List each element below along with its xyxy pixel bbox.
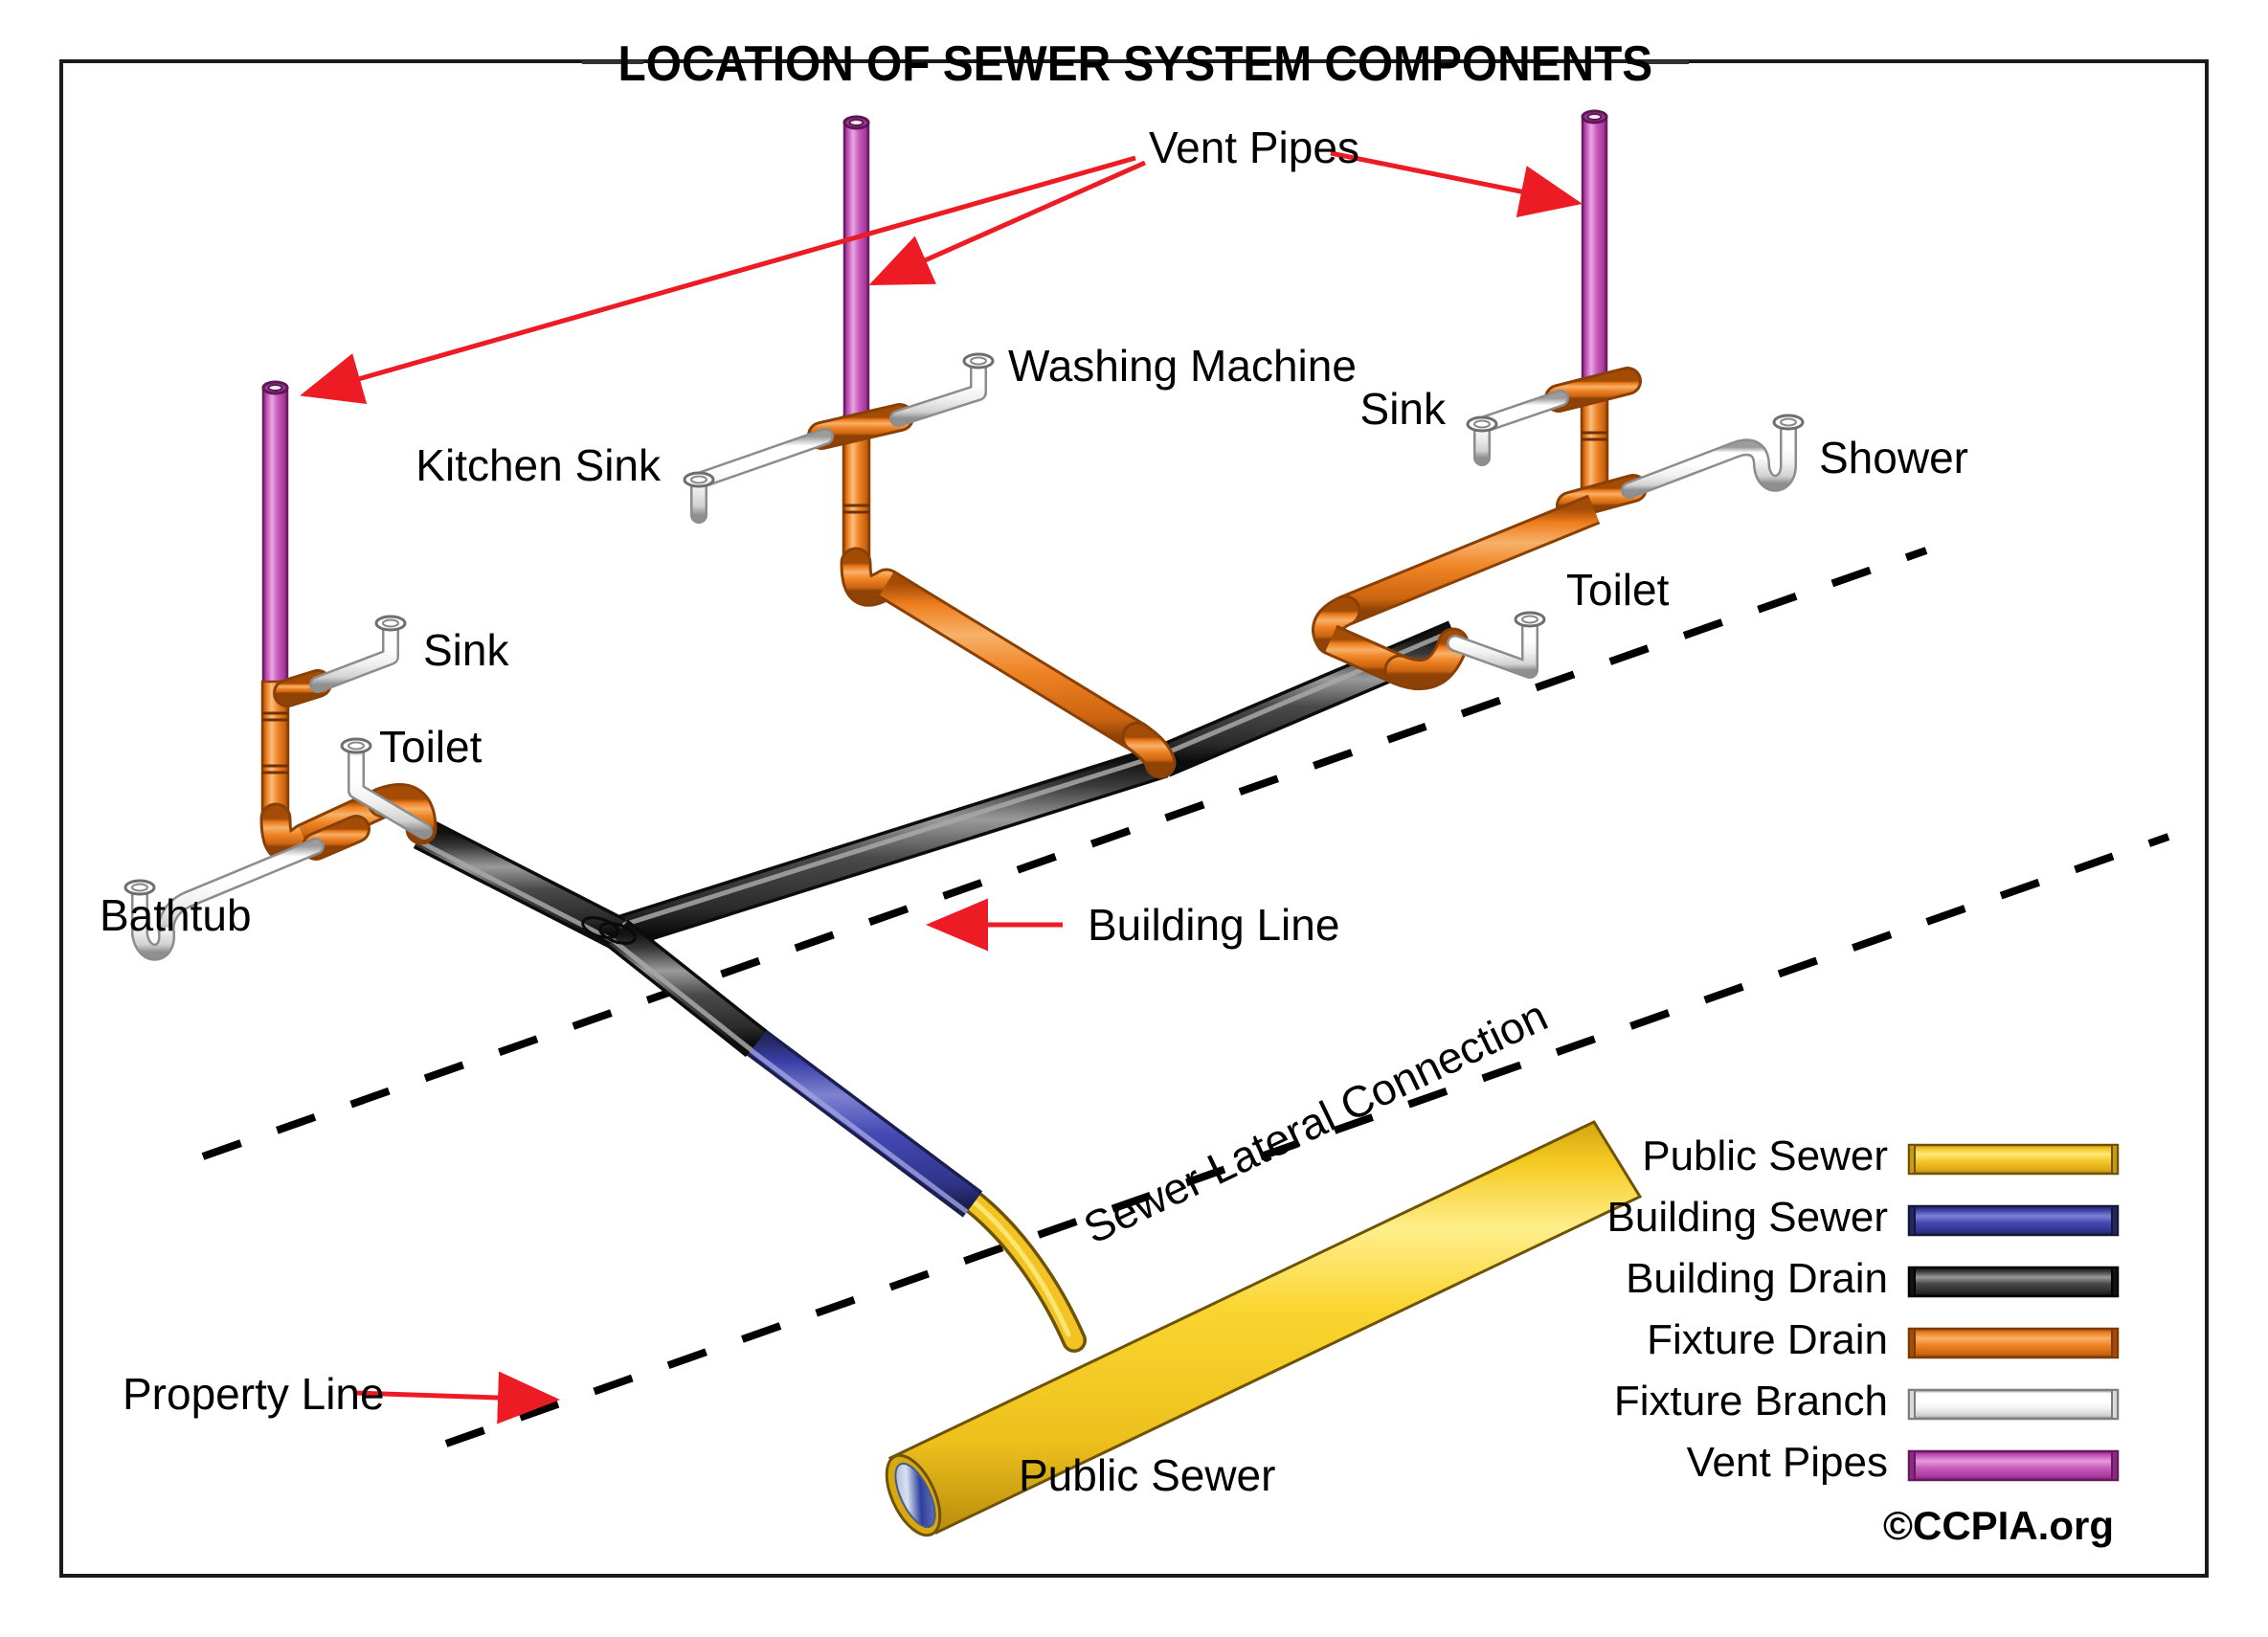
label-toilet-right: Toilet bbox=[1566, 565, 1670, 615]
label-building-line: Building Line bbox=[1088, 900, 1339, 950]
fixture-branch-shower bbox=[1621, 414, 1805, 499]
fixture-drain-middle bbox=[807, 403, 1177, 779]
fixture-group-right bbox=[1312, 109, 1805, 691]
building-line-dashed bbox=[201, 547, 1928, 1160]
fixture-branch-kitchen-sink bbox=[683, 428, 834, 524]
legend-swatch-building-drain bbox=[1907, 1266, 2120, 1298]
legend-swatch-vent-pipes bbox=[1907, 1449, 2120, 1482]
sewer-lateral-stub bbox=[956, 1186, 1087, 1353]
fixture-drain-right bbox=[1312, 367, 1648, 691]
label-toilet-left: Toilet bbox=[379, 722, 483, 772]
label-sink-right: Sink bbox=[1360, 384, 1447, 434]
legend-label-2: Building Drain bbox=[1626, 1255, 1888, 1302]
label-vent-pipes: Vent Pipes bbox=[1149, 123, 1359, 172]
fixture-group-middle bbox=[683, 115, 1177, 779]
building-drain-pipe bbox=[413, 620, 1463, 1058]
label-washing-machine: Washing Machine bbox=[1008, 341, 1357, 391]
fixture-branch-right-toilet bbox=[1447, 611, 1546, 679]
public-sewer-main bbox=[885, 1120, 1643, 1537]
label-property-line: Property Line bbox=[123, 1369, 385, 1419]
copyright-credit: ©CCPIA.org bbox=[1883, 1503, 2114, 1548]
legend-swatch-building-sewer bbox=[1907, 1204, 2120, 1237]
legend-swatch-fixture-branch bbox=[1907, 1388, 2120, 1421]
fixture-branch-washing-machine bbox=[889, 352, 995, 427]
fixture-branch-left-bathtub bbox=[124, 838, 325, 961]
vent-pipe-middle bbox=[842, 115, 870, 421]
vent-pipe-left bbox=[261, 380, 289, 686]
legend-label-1: Building Sewer bbox=[1607, 1194, 1889, 1241]
legend-label-0: Public Sewer bbox=[1642, 1132, 1888, 1179]
legend-label-5: Vent Pipes bbox=[1687, 1439, 1888, 1486]
label-public-sewer-main: Public Sewer bbox=[1019, 1450, 1275, 1500]
vent-pipe-right bbox=[1581, 109, 1608, 387]
legend-label-3: Fixture Drain bbox=[1647, 1316, 1888, 1363]
legend-swatch-public-sewer bbox=[1907, 1143, 2120, 1176]
property-line-dashed bbox=[444, 833, 2170, 1447]
legend-swatch-fixture-drain bbox=[1907, 1327, 2120, 1359]
building-sewer-pipe bbox=[741, 1025, 983, 1218]
page-title: LOCATION OF SEWER SYSTEM COMPONENTS bbox=[618, 35, 1653, 91]
property-line-leader bbox=[353, 1371, 560, 1424]
diagram-frame bbox=[59, 59, 2209, 1578]
fixture-branch-right-sink bbox=[1466, 390, 1569, 466]
label-sink-left: Sink bbox=[423, 625, 509, 675]
fixture-branch-left-sink bbox=[309, 615, 407, 693]
label-kitchen-sink: Kitchen Sink bbox=[415, 440, 662, 490]
fixture-group-left bbox=[124, 380, 438, 961]
fixture-branch-left-toilet bbox=[340, 737, 433, 840]
legend: Public Sewer Building Sewer Building Dra… bbox=[1607, 1132, 2120, 1486]
label-shower: Shower bbox=[1819, 433, 1968, 482]
label-bathtub: Bathtub bbox=[100, 890, 252, 940]
vent-pipes-leaders bbox=[300, 150, 1583, 405]
legend-label-4: Fixture Branch bbox=[1614, 1378, 1888, 1424]
